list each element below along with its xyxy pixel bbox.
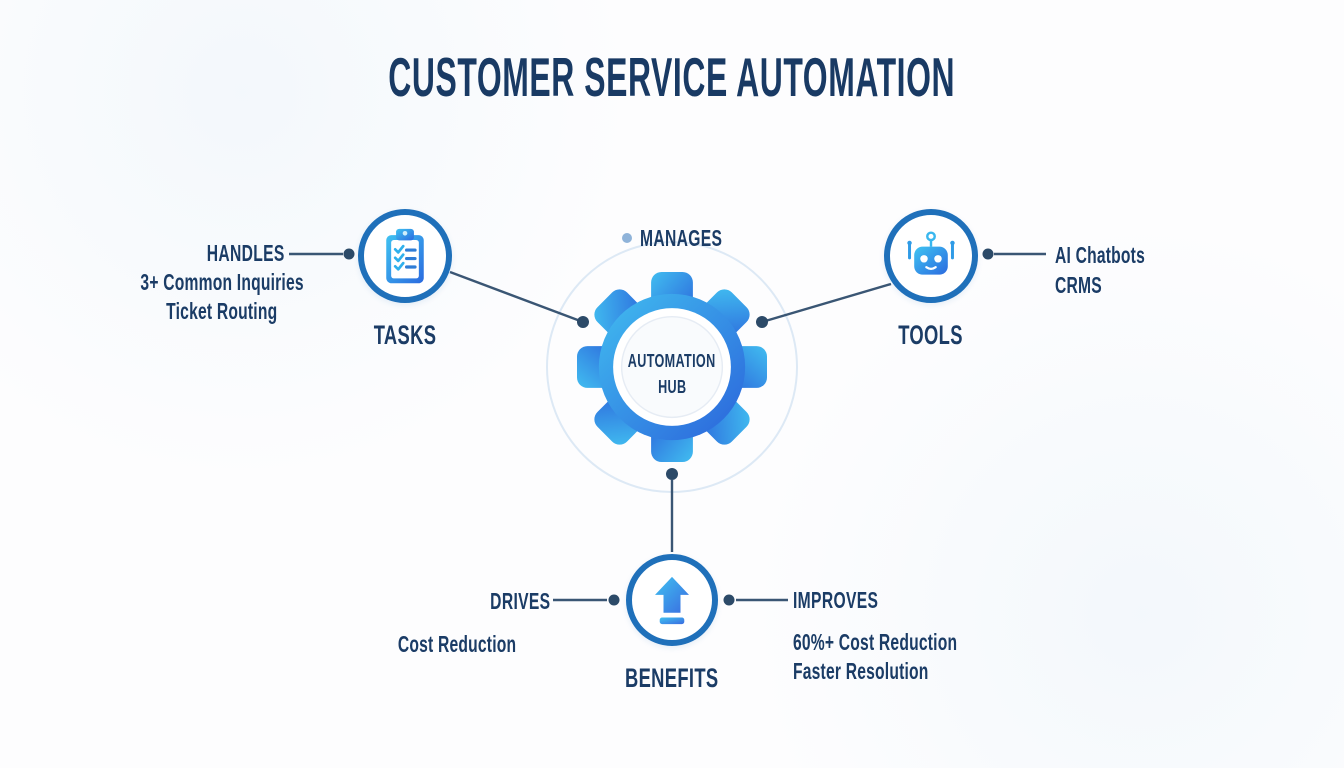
drives-label: DRIVES xyxy=(489,588,551,614)
benefits-detail-item: Faster Resolution xyxy=(793,658,929,684)
hub-label: AUTOMATION HUB xyxy=(592,348,752,400)
tools-node-circle xyxy=(884,209,978,303)
page-title-text: CUSTOMER SERVICE AUTOMATION xyxy=(388,46,956,108)
chatbots-connector-dot xyxy=(982,248,994,260)
benefits-detail-item: Cost Reduction xyxy=(397,631,517,657)
benefits-node-label: BENEFITS xyxy=(625,663,719,693)
drives-connector-dot xyxy=(608,594,620,606)
benefits-node-circle xyxy=(626,554,718,646)
manages-label: MANAGES xyxy=(640,225,723,251)
handles-connector-dot xyxy=(343,248,355,260)
tasks-node-label: TASKS xyxy=(373,320,437,350)
hub-label-line1: AUTOMATION xyxy=(628,351,716,371)
robot-icon xyxy=(907,231,955,275)
improves-connector-dot xyxy=(723,594,735,606)
tools-node-label: TOOLS xyxy=(898,320,964,350)
page-title: CUSTOMER SERVICE AUTOMATION xyxy=(0,50,1344,105)
tools-detail-item: CRMS xyxy=(1055,272,1102,298)
manages-dot xyxy=(622,233,632,243)
tasks-node-circle xyxy=(358,209,452,303)
benefits-detail-item: 60%+ Cost Reduction xyxy=(793,629,958,655)
upload-arrow-icon xyxy=(655,576,689,624)
hub-benefits-connector-dot xyxy=(666,468,678,480)
benefits-right-details: 60%+ Cost Reduction Faster Resolution xyxy=(793,628,1035,686)
tasks-details: 3+ Common Inquiries Ticket Routing xyxy=(92,268,352,326)
improves-label: IMPROVES xyxy=(793,587,879,613)
tasks-hub-connector-line xyxy=(449,270,584,324)
tools-details: AI Chatbots CRMS xyxy=(1055,240,1187,300)
hub-label-line2: HUB xyxy=(657,377,687,397)
benefits-left-details: Cost Reduction xyxy=(352,630,562,659)
tools-hub-connector-line xyxy=(761,282,892,324)
clipboard-checklist-icon xyxy=(386,228,424,283)
handles-label: HANDLES xyxy=(207,240,285,266)
tasks-detail-item: 3+ Common Inquiries xyxy=(140,269,304,295)
tools-detail-item: AI Chatbots xyxy=(1055,242,1146,268)
tasks-detail-item: Ticket Routing xyxy=(166,298,278,324)
